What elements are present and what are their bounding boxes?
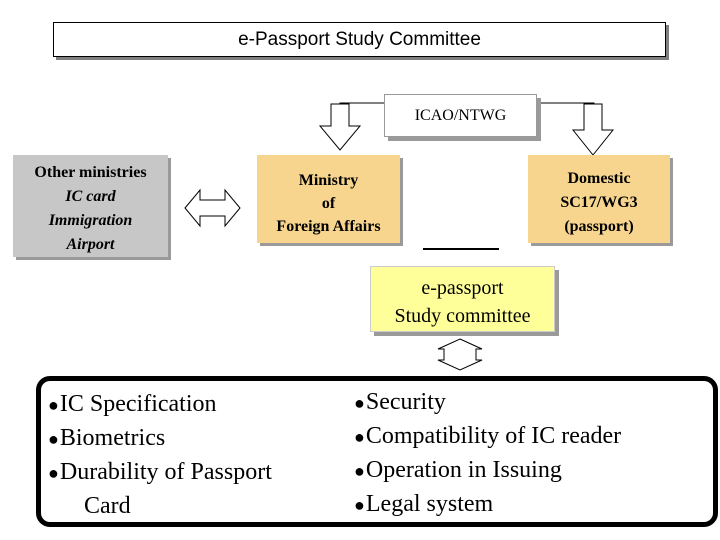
mofa-line: of	[321, 195, 336, 212]
topic-item: ●IC Specification	[48, 388, 272, 422]
other-ministries-box: Other ministries IC card Immigration Air…	[13, 155, 168, 257]
down-arrow-right-icon	[571, 103, 615, 156]
bullet-icon: ●	[354, 427, 365, 447]
topic-label: Compatibility of IC reader	[365, 423, 622, 449]
domestic-sc17-box: Domestic SC17/WG3 (passport)	[528, 155, 670, 243]
topics-panel: ●IC Specification ●Biometrics ●Durabilit…	[36, 376, 718, 527]
mofa-line: Foreign Affairs	[276, 218, 381, 235]
down-arrow-left-icon	[318, 103, 362, 151]
double-arrow-vertical-icon	[437, 338, 483, 371]
mofa-line: Ministry	[298, 172, 359, 189]
bullet-icon: ●	[354, 393, 365, 413]
domestic-line: Domestic	[567, 170, 631, 187]
other-ministries-line: IC card	[65, 188, 116, 205]
topics-left-list: ●IC Specification ●Biometrics ●Durabilit…	[48, 388, 272, 523]
epassport-line: e-passport	[421, 277, 504, 299]
topic-item: ●Security	[354, 386, 621, 420]
topic-item: ●Biometrics	[48, 422, 272, 456]
topic-label: Durability of Passport	[59, 459, 272, 485]
domestic-line: (passport)	[564, 218, 634, 235]
bullet-icon: ●	[48, 395, 59, 415]
other-ministries-line: Airport	[66, 236, 115, 253]
topic-item: ●Compatibility of IC reader	[354, 420, 621, 454]
domestic-line: SC17/WG3	[560, 194, 638, 211]
topic-item: ●Operation in Issuing	[354, 454, 621, 488]
topic-label: IC Specification	[59, 391, 217, 417]
epassport-line: Study committee	[394, 305, 531, 327]
topic-label: Legal system	[365, 491, 494, 517]
icao-ntwg-box: ICAO/NTWG	[384, 94, 537, 137]
topic-item: ●Legal system	[354, 488, 621, 522]
topic-label: Operation in Issuing	[365, 457, 562, 483]
other-ministries-heading: Other ministries	[34, 164, 147, 181]
topic-label: Biometrics	[59, 425, 166, 451]
ministry-foreign-affairs-box: Ministry of Foreign Affairs	[257, 155, 400, 243]
double-arrow-horizontal-icon	[184, 188, 241, 228]
topic-item: ●Durability of Passport	[48, 456, 272, 490]
topic-continuation: Card	[84, 493, 131, 519]
bullet-icon: ●	[354, 461, 365, 481]
bullet-icon: ●	[48, 429, 59, 449]
diagram-title: e-Passport Study Committee	[53, 22, 666, 57]
bullet-icon: ●	[48, 463, 59, 483]
topic-label: Security	[365, 389, 446, 415]
topics-right-list: ●Security ●Compatibility of IC reader ●O…	[354, 386, 621, 522]
bullet-icon: ●	[354, 495, 365, 515]
epassport-study-committee-box: e-passport Study committee	[370, 266, 555, 332]
other-ministries-line: Immigration	[48, 212, 133, 229]
